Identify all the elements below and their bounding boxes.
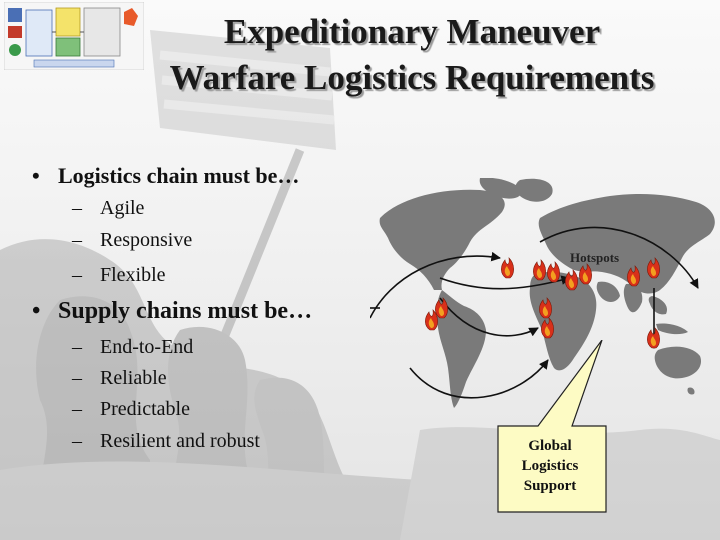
sub-item: –Reliable [72,367,167,389]
process-diagram-thumbnail [4,2,144,70]
bullet-logistics-chain: • Logistics chain must be… [32,163,299,189]
bullet-dot: • [32,163,40,188]
slide-title-line-2: Warfare Logistics Requirements [169,58,655,97]
sub-item-text: Reliable [100,367,167,389]
callout-line: Logistics [521,458,579,474]
callout-line: Support [523,478,577,494]
sub-item-text: Responsive [100,229,193,251]
sub-item-text: Resilient and robust [100,430,260,452]
bullet-dot: • [32,298,41,324]
callout-text: Global Logistics Support [494,436,606,496]
sub-item: –End-to-End [72,336,194,358]
sub-item-text: Agile [100,197,145,219]
callout-line: Global [528,438,572,454]
slide-title-line-1: Expeditionary Maneuver [223,12,601,51]
hotspot-flame-icon [500,257,515,279]
sub-item: –Flexible [72,264,166,286]
sub-item-text: Predictable [100,398,190,420]
bullet-supply-chains: • Supply chains must be… [32,298,312,325]
sub-item: –Responsive [72,229,193,251]
sub-item: –Predictable [72,398,190,420]
sub-item: –Agile [72,197,145,219]
hotspot-flame-icon [532,259,547,281]
bullet-label: Supply chains must be… [58,298,313,324]
world-map [370,178,715,408]
sub-item: –Resilient and robust [72,430,260,452]
bullet-label: Logistics chain must be… [58,163,300,188]
hotspots-label: Hotspots [570,250,620,265]
hotspot-flame-icon [546,261,561,283]
callout-balloon [497,340,607,513]
hotspot-flame-icon [564,269,579,291]
sub-item-text: Flexible [100,264,166,286]
sub-item-text: End-to-End [100,336,194,358]
